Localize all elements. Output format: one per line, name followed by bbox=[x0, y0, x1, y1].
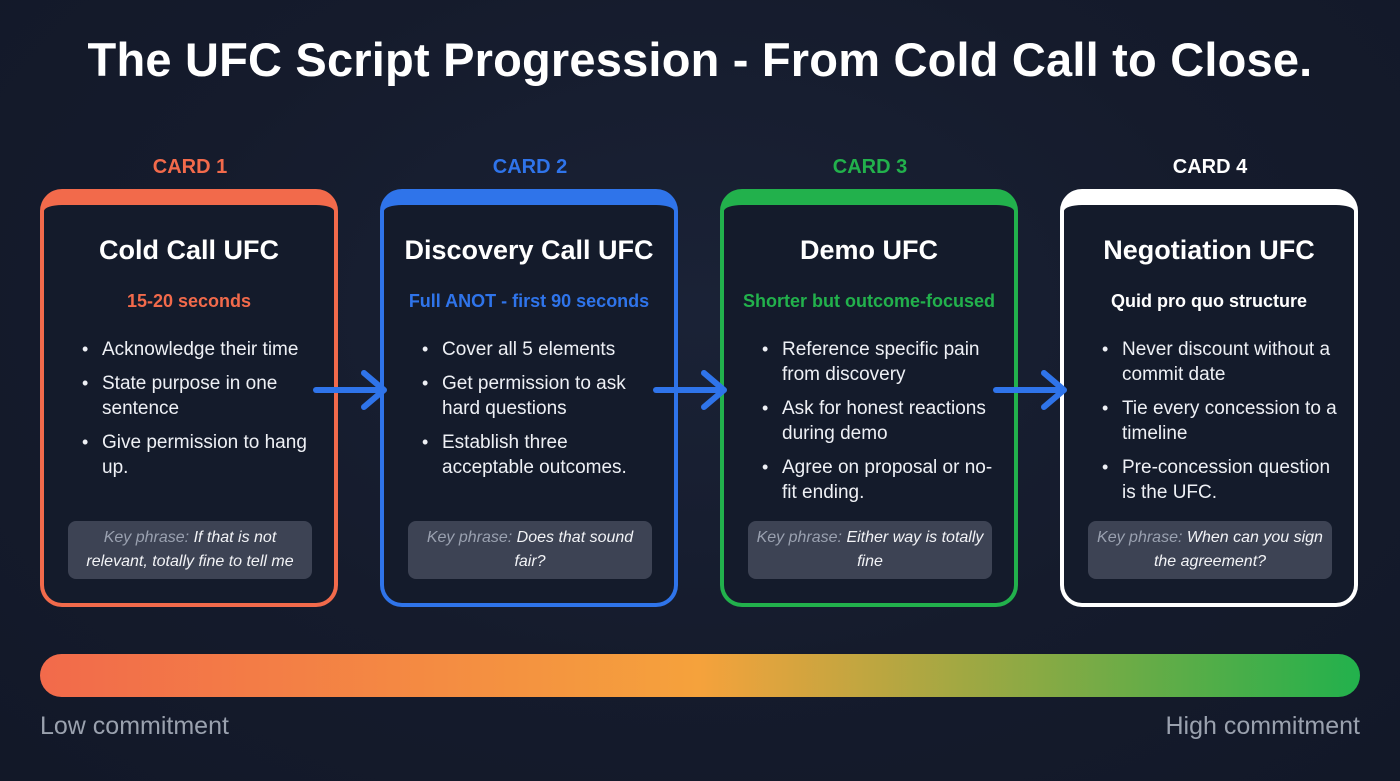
card-subtitle: Full ANOT - first 90 seconds bbox=[408, 291, 650, 311]
card-title: Cold Call UFC bbox=[99, 235, 279, 265]
card-4-label: CARD 4 bbox=[1172, 156, 1248, 178]
card-cold-call: Cold Call UFC 15-20 seconds Acknowledge … bbox=[40, 189, 338, 607]
bullet-list: Cover all 5 elements Get permission to a… bbox=[420, 337, 660, 489]
bullet-item: Ask for honest reactions during demo bbox=[760, 396, 1000, 446]
card-subtitle: 15-20 seconds bbox=[126, 291, 252, 311]
low-commitment-label: Low commitment bbox=[40, 712, 229, 740]
bullet-list: Acknowledge their time State purpose in … bbox=[80, 337, 320, 489]
card-title: Negotiation UFC bbox=[1103, 235, 1315, 265]
card-title: Demo UFC bbox=[799, 235, 938, 265]
bullet-item: Reference specific pain from discovery bbox=[760, 337, 1000, 387]
bullet-item: Pre-concession question is the UFC. bbox=[1100, 455, 1340, 505]
card-2-label: CARD 2 bbox=[492, 156, 568, 178]
card-discovery-call: Discovery Call UFC Full ANOT - first 90 … bbox=[380, 189, 678, 607]
page-title: The UFC Script Progression - From Cold C… bbox=[87, 33, 1313, 86]
card-subtitle: Quid pro quo structure bbox=[1111, 291, 1307, 311]
key-phrase-text: Either way is totally fine bbox=[846, 529, 984, 570]
card-1-label: CARD 1 bbox=[152, 156, 228, 178]
card-demo: Demo UFC Shorter but outcome-focused Ref… bbox=[720, 189, 1018, 607]
key-phrase-text: Does that sound fair? bbox=[514, 529, 634, 570]
bullet-item: Get permission to ask hard questions bbox=[420, 371, 660, 421]
key-phrase-prefix: Key phrase: bbox=[103, 529, 190, 546]
arrow-right-icon bbox=[993, 370, 1067, 410]
key-phrase-text: When can you sign the agreement? bbox=[1153, 529, 1323, 570]
key-phrase-prefix: Key phrase: bbox=[1097, 529, 1183, 546]
key-phrase-box: Key phrase: When can you sign the agreem… bbox=[1088, 521, 1332, 579]
arrow-right-icon bbox=[313, 370, 387, 410]
arrow-right-icon bbox=[653, 370, 727, 410]
bullet-list: Never discount without a commit date Tie… bbox=[1100, 337, 1340, 514]
key-phrase-prefix: Key phrase: bbox=[426, 529, 513, 546]
key-phrase-box: Key phrase: If that is not relevant, tot… bbox=[68, 521, 312, 579]
key-phrase-box: Key phrase: Does that sound fair? bbox=[408, 521, 652, 579]
bullet-item: Tie every concession to a timeline bbox=[1100, 396, 1340, 446]
key-phrase-prefix: Key phrase: bbox=[756, 529, 842, 546]
key-phrase-box: Key phrase: Either way is totally fine bbox=[748, 521, 992, 579]
bullet-item: Acknowledge their time bbox=[80, 337, 320, 362]
card-subtitle: Shorter but outcome-focused bbox=[742, 291, 995, 311]
card-negotiation: Negotiation UFC Quid pro quo structure N… bbox=[1060, 189, 1358, 607]
key-phrase-text: If that is not relevant, totally fine to… bbox=[86, 529, 294, 570]
bullet-item: Cover all 5 elements bbox=[420, 337, 660, 362]
commitment-gradient-bar bbox=[40, 654, 1360, 697]
bullet-item: Agree on proposal or no-fit ending. bbox=[760, 455, 1000, 505]
card-title: Discovery Call UFC bbox=[404, 235, 654, 265]
bullet-list: Reference specific pain from discovery A… bbox=[760, 337, 1000, 514]
bullet-item: Never discount without a commit date bbox=[1100, 337, 1340, 387]
card-3-label: CARD 3 bbox=[832, 156, 908, 178]
high-commitment-label: High commitment bbox=[1165, 712, 1361, 740]
bullet-item: State purpose in one sentence bbox=[80, 371, 320, 421]
bullet-item: Establish three acceptable outcomes. bbox=[420, 430, 660, 480]
bullet-item: Give permission to hang up. bbox=[80, 430, 320, 480]
